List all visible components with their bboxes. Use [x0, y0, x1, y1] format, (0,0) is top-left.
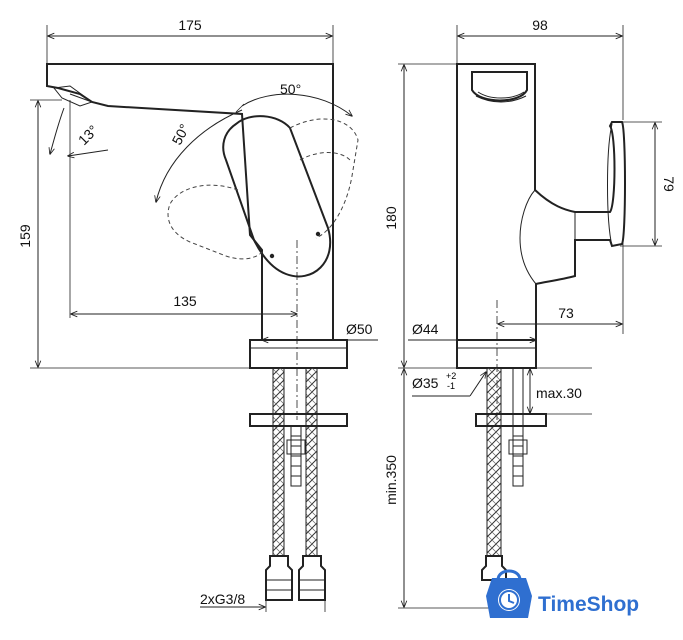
dim-hole-tol-plus: +2 [446, 371, 456, 381]
lever-handle [222, 115, 331, 278]
angle-arc-left [156, 109, 243, 202]
hose-left [272, 367, 285, 557]
connector-right [298, 555, 326, 601]
lever-ghost-right [289, 118, 359, 239]
side-threaded-rod [512, 367, 524, 487]
dim-side-reach: 73 [558, 305, 574, 321]
spout-angle-arc [50, 107, 65, 154]
dim-angle-lever-left: 50° [169, 121, 193, 147]
dim-height-front: 159 [17, 224, 33, 248]
dim-width-top: 175 [178, 17, 202, 33]
fixing-plate [249, 413, 348, 427]
aerator [471, 71, 528, 102]
dim-angle-lever-top: 50° [280, 81, 301, 97]
side-base-ring [456, 339, 537, 369]
dim-max-thickness: max.30 [536, 385, 582, 401]
dim-side-width: 98 [532, 17, 548, 33]
base-ring [249, 339, 348, 369]
lever-ghost-left [167, 184, 265, 260]
dim-height-total: 180 [383, 206, 399, 230]
connector-left [265, 555, 293, 601]
angle-arc-top [241, 93, 352, 116]
front-view [30, 25, 378, 612]
dim-angle-spout: 13° [75, 122, 101, 148]
dim-side-base-diameter: Ø44 [412, 321, 439, 337]
side-view [398, 25, 662, 609]
side-body [456, 63, 626, 341]
brand-logo: TimeShop [486, 569, 639, 618]
dim-lever-height: 79 [661, 176, 677, 192]
side-connector [481, 555, 507, 581]
dim-hole-diameter: Ø35 [412, 375, 439, 391]
dim-reach: 135 [173, 293, 197, 309]
dim-connection: 2xG3/8 [200, 591, 245, 607]
dim-hose-length: min.350 [383, 455, 399, 505]
brand-name: TimeShop [538, 593, 639, 616]
side-fixing-plate [475, 413, 547, 427]
hose-right [305, 367, 318, 557]
dim-hole-tol-minus: -1 [447, 381, 455, 391]
side-hose [486, 367, 502, 557]
shopping-bag-clock-icon [486, 569, 532, 618]
dim-base-diameter: Ø50 [346, 321, 373, 337]
